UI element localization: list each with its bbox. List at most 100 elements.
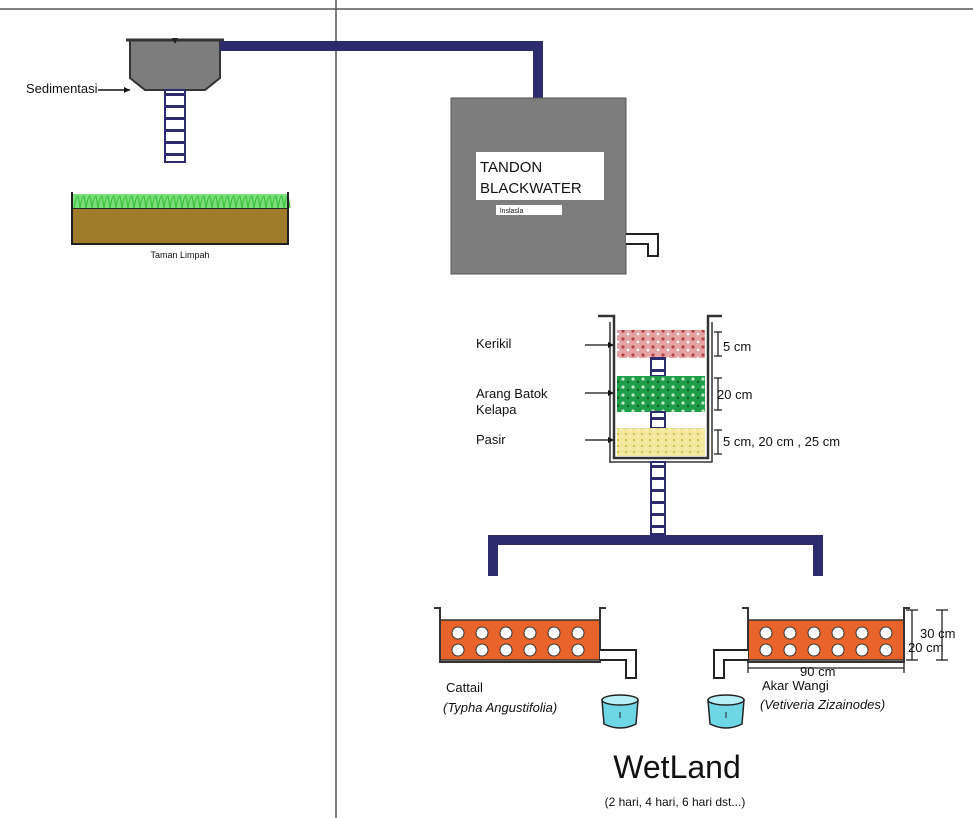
planting-hole	[879, 626, 893, 640]
grass-blade	[205, 195, 213, 209]
planting-hole	[783, 643, 797, 657]
grass-blade	[157, 195, 165, 209]
grass-blade	[241, 195, 249, 209]
planting-hole	[547, 643, 561, 657]
filter-column	[598, 314, 722, 535]
planting-hole	[807, 643, 821, 657]
gravel-dimension: 5 cm	[723, 339, 751, 354]
sand-label: Pasir	[476, 432, 506, 447]
sedimentation-arrowhead	[124, 87, 130, 93]
grass-blade	[139, 195, 147, 209]
planting-hole	[523, 643, 537, 657]
vetiver-latin: (Vetiveria Zizainodes)	[760, 697, 885, 712]
grass-blade	[181, 195, 189, 209]
planting-hole	[571, 643, 585, 657]
bucket-right	[707, 694, 745, 729]
planting-hole	[759, 643, 773, 657]
wetland-dimension-markers	[747, 609, 948, 673]
grass-blade	[265, 195, 273, 209]
planting-hole	[855, 626, 869, 640]
grass-blade	[223, 195, 231, 209]
planting-hole	[475, 643, 489, 657]
wetland-height-outer: 30 cm	[920, 626, 955, 641]
charcoal-layer	[617, 376, 705, 412]
grass-blade	[217, 195, 225, 209]
grass-blade	[151, 195, 159, 209]
tank-title-line1: TANDON	[480, 159, 542, 176]
grass-blade	[133, 195, 141, 209]
grass-blade	[247, 195, 255, 209]
planting-hole	[807, 626, 821, 640]
planting-hole	[499, 626, 513, 640]
blackwater-tank	[450, 97, 659, 275]
grass-blade	[277, 195, 285, 209]
charcoal-dimension: 20 cm	[717, 387, 752, 402]
planting-hole	[499, 643, 513, 657]
grass-blade	[199, 195, 207, 209]
planting-hole	[523, 626, 537, 640]
wetland-height-inner: 20 cm	[908, 640, 943, 655]
gravel-label: Kerikil	[476, 336, 512, 351]
planting-hole	[571, 626, 585, 640]
runoff-garden	[71, 192, 291, 245]
planting-hole	[547, 626, 561, 640]
grass-blade	[187, 195, 195, 209]
grass-blade	[163, 195, 171, 209]
grass-blade	[127, 195, 135, 209]
charcoal-arrowhead	[608, 390, 614, 396]
grass-blade	[253, 195, 261, 209]
grass-blade	[193, 195, 201, 209]
charcoal-label-line2: Kelapa	[476, 402, 517, 417]
grass-blade	[145, 195, 153, 209]
sand-dimension: 5 cm, 20 cm , 25 cm	[723, 434, 840, 449]
planting-hole	[759, 626, 773, 640]
grass-blade	[235, 195, 243, 209]
tank-title-line2: BLACKWATER	[480, 180, 582, 197]
grass-blade	[109, 195, 117, 209]
planting-hole	[475, 626, 489, 640]
cattail-latin: (Typha Angustifolia)	[443, 700, 557, 715]
grass-blade	[259, 195, 267, 209]
vetiver-name: Akar Wangi	[762, 678, 829, 693]
grass-blade	[175, 195, 183, 209]
planting-hole	[783, 626, 797, 640]
charcoal-label-line1: Arang Batok	[476, 386, 548, 401]
cattail-name: Cattail	[446, 680, 483, 695]
tank-small-label: lnslasla	[500, 208, 523, 215]
planting-hole	[451, 626, 465, 640]
wetland-width: 90 cm	[800, 664, 835, 679]
grass-blade	[97, 195, 105, 209]
grass-blade	[73, 195, 81, 209]
filter-dimension-markers	[714, 331, 722, 455]
sedimentation-tank	[126, 38, 224, 163]
grass-blade	[103, 195, 111, 209]
sand-layer	[617, 428, 705, 456]
pipe-to-tandon	[220, 41, 543, 98]
grass-blade	[169, 195, 177, 209]
grass-blade	[229, 195, 237, 209]
grass-blade	[271, 195, 279, 209]
planting-hole	[451, 643, 465, 657]
sedimentation-label: Sedimentasi	[26, 81, 98, 96]
grass-blade	[85, 195, 93, 209]
grass-blade	[91, 195, 99, 209]
sand-arrowhead	[608, 437, 614, 443]
diagram-subtitle: (2 hari, 4 hari, 6 hari dst...)	[605, 795, 746, 809]
runoff-garden-label: Taman Limpah	[150, 250, 209, 260]
bucket-left	[601, 694, 639, 729]
planting-hole	[879, 643, 893, 657]
planting-hole	[855, 643, 869, 657]
grass-blade	[211, 195, 219, 209]
diagram-title: WetLand	[613, 749, 741, 785]
wetland-vetiver	[713, 607, 910, 679]
grass-blade	[121, 195, 129, 209]
grass-blade	[115, 195, 123, 209]
gravel-layer	[617, 330, 705, 358]
planting-hole	[831, 626, 845, 640]
planting-hole	[831, 643, 845, 657]
distribution-pipe	[488, 535, 823, 576]
gravel-arrowhead	[608, 342, 614, 348]
wetland-cattail	[434, 607, 637, 679]
